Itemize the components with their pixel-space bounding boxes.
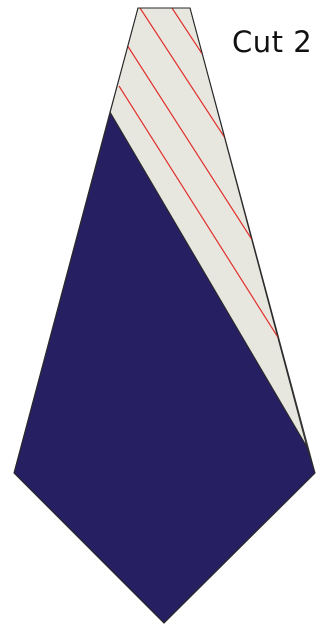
cut-label: Cut 2 bbox=[232, 22, 312, 62]
